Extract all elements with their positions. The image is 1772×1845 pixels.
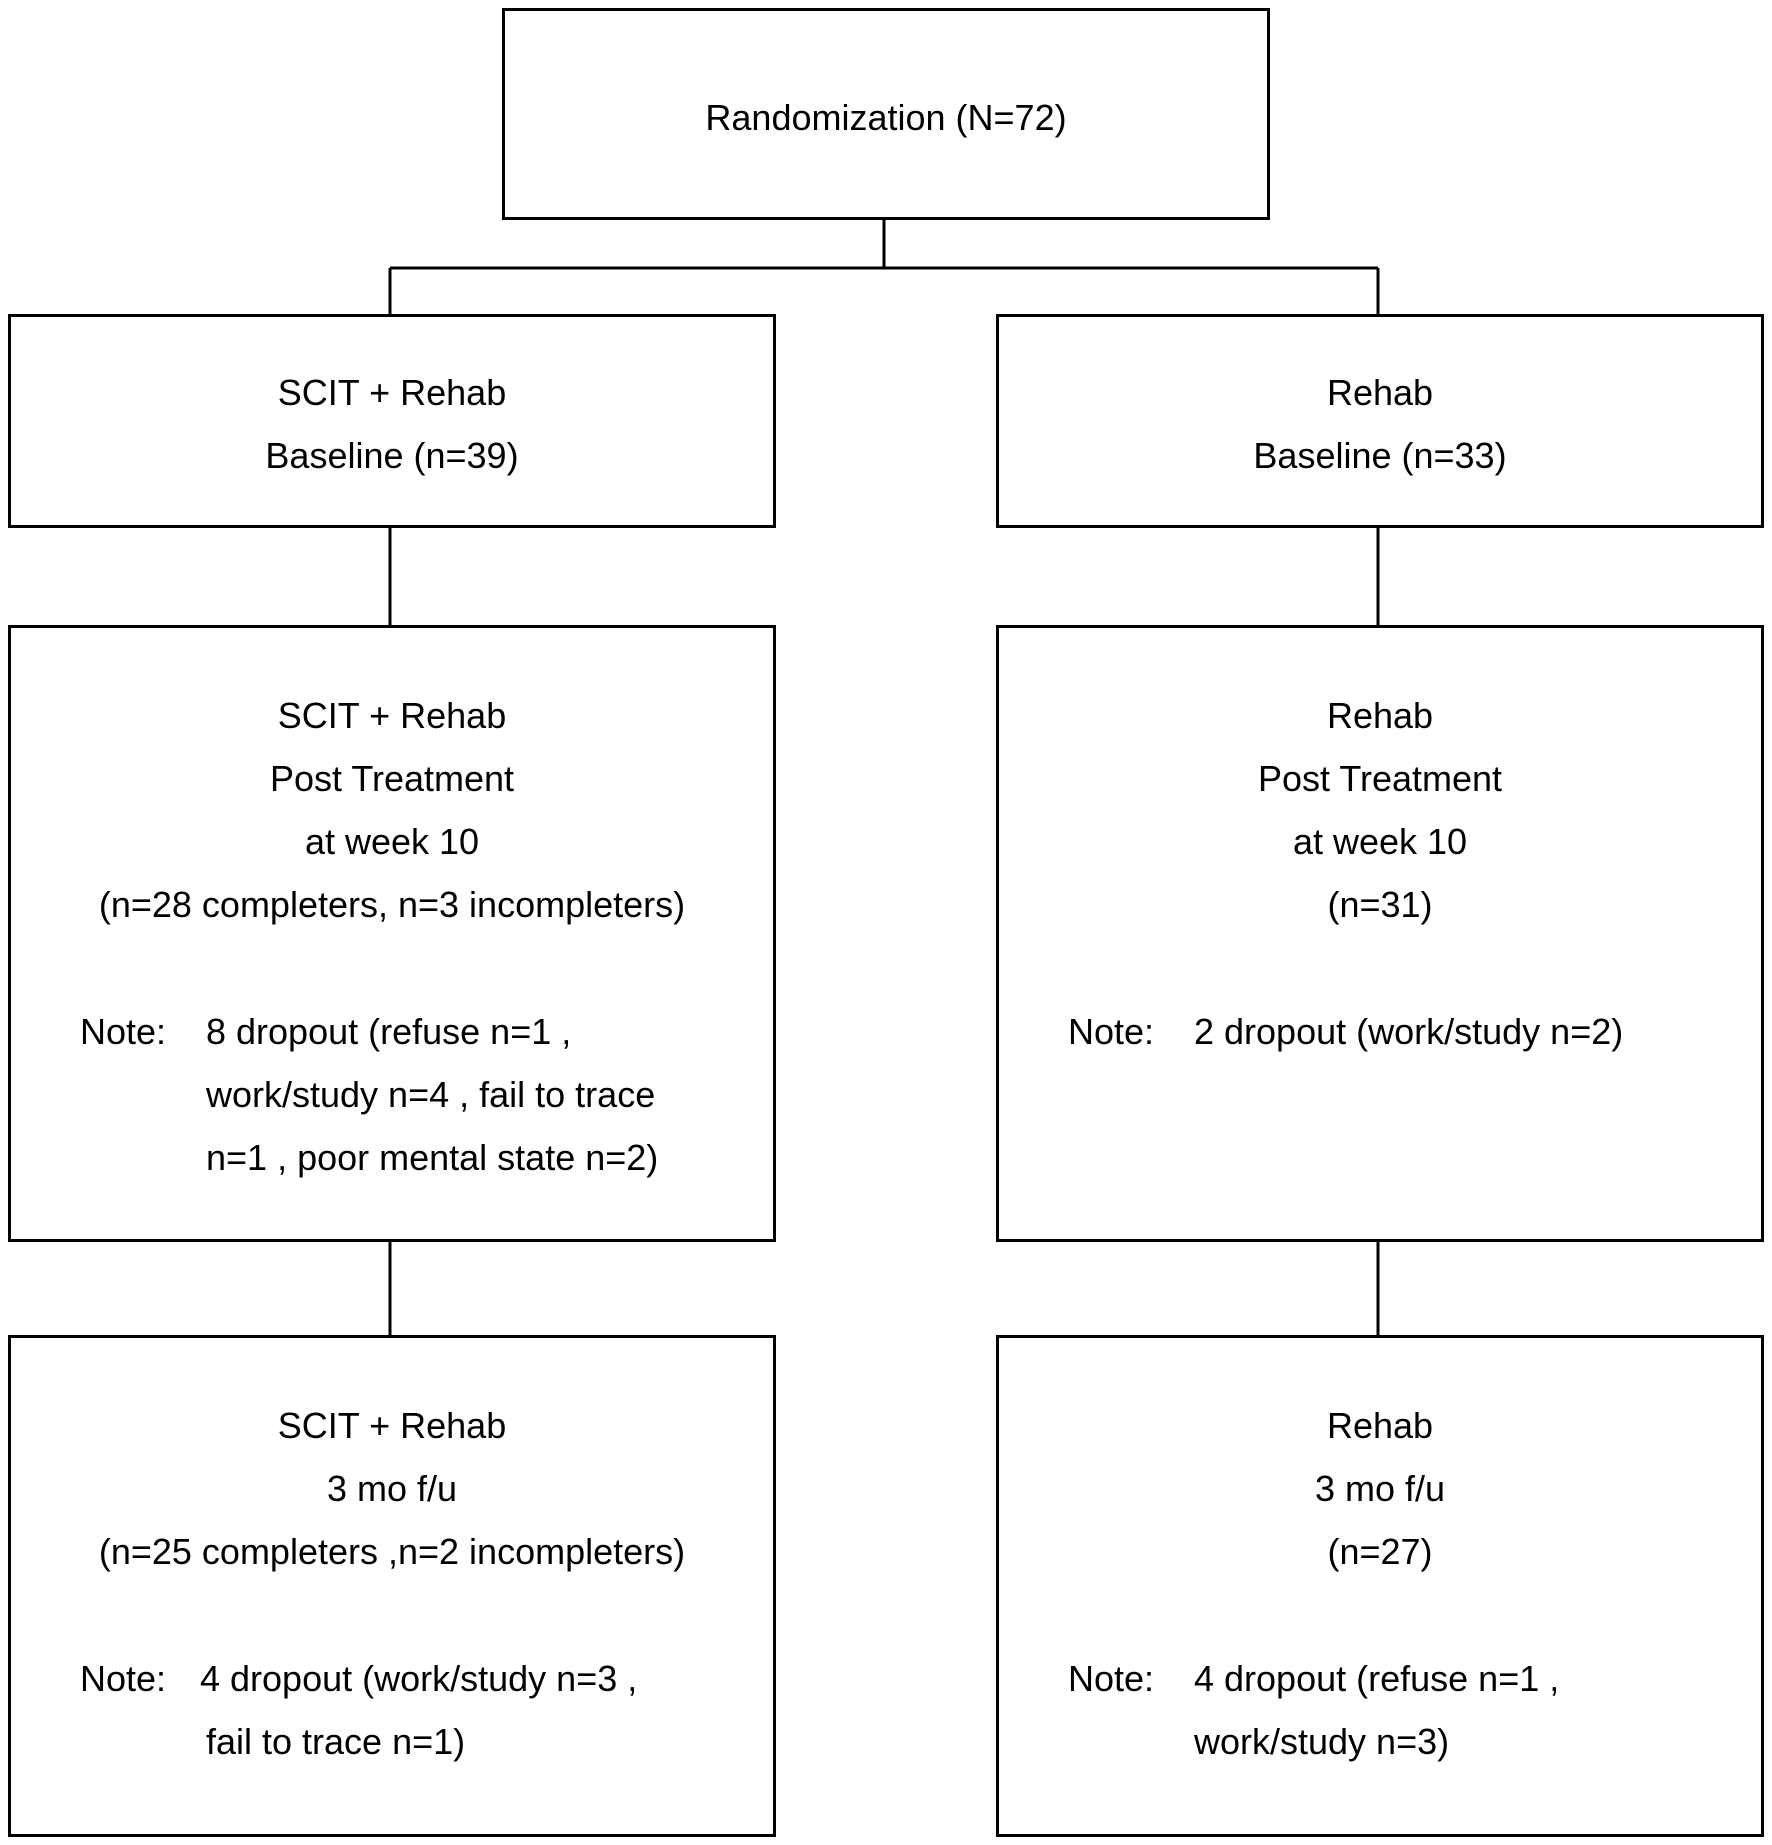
right-post-line-1: Rehab <box>1326 695 1434 736</box>
left-post-box: SCIT + Rehab Post Treatment at week 10 (… <box>8 625 776 1242</box>
right-post-box: Rehab Post Treatment at week 10 (n=31) N… <box>996 625 1764 1242</box>
right-followup-line-2: 3 mo f/u <box>1314 1468 1446 1509</box>
note-label: Note: <box>80 1011 167 1052</box>
right-baseline-line-1: Rehab <box>1326 372 1434 413</box>
note-line: 4 dropout (work/study n=3 , <box>200 1658 638 1699</box>
left-post-line-1: SCIT + Rehab <box>277 695 507 736</box>
note-line: 2 dropout (work/study n=2) <box>1194 1011 1624 1052</box>
left-followup-box: SCIT + Rehab 3 mo f/u (n=25 completers ,… <box>8 1335 776 1837</box>
left-baseline-line-2: Baseline (n=39) <box>265 435 519 476</box>
left-post-line-2: Post Treatment <box>269 758 515 799</box>
left-followup-line-3: (n=25 completers ,n=2 incompleters) <box>98 1531 686 1572</box>
left-baseline-box: SCIT + Rehab Baseline (n=39) <box>8 314 776 528</box>
note-line: fail to trace n=1) <box>206 1721 466 1762</box>
right-post-line-2: Post Treatment <box>1257 758 1503 799</box>
right-post-line-4: (n=31) <box>1327 884 1433 925</box>
right-post-line-3: at week 10 <box>1292 821 1468 862</box>
right-baseline-box: Rehab Baseline (n=33) <box>996 314 1764 528</box>
left-post-line-3: at week 10 <box>304 821 480 862</box>
note-line: n=1 , poor mental state n=2) <box>206 1137 659 1178</box>
note-line: 4 dropout (refuse n=1 , <box>1194 1658 1560 1699</box>
left-followup-line-2: 3 mo f/u <box>326 1468 458 1509</box>
note-label: Note: <box>1068 1011 1155 1052</box>
right-baseline-line-2: Baseline (n=33) <box>1253 435 1507 476</box>
note-label: Note: <box>1068 1658 1155 1699</box>
left-post-line-4: (n=28 completers, n=3 incompleters) <box>98 884 686 925</box>
left-baseline-line-1: SCIT + Rehab <box>277 372 507 413</box>
right-followup-box: Rehab 3 mo f/u (n=27) Note: 4 dropout (r… <box>996 1335 1764 1837</box>
note-line: work/study n=3) <box>1194 1721 1450 1762</box>
note-label: Note: <box>80 1658 167 1699</box>
note-line: work/study n=4 , fail to trace <box>206 1074 656 1115</box>
left-followup-line-1: SCIT + Rehab <box>277 1405 507 1446</box>
right-followup-line-1: Rehab <box>1326 1405 1434 1446</box>
randomization-label: Randomization (N=72) <box>705 97 1067 138</box>
randomization-box: Randomization (N=72) <box>502 8 1270 220</box>
right-followup-line-3: (n=27) <box>1327 1531 1433 1572</box>
note-line: 8 dropout (refuse n=1 , <box>206 1011 572 1052</box>
